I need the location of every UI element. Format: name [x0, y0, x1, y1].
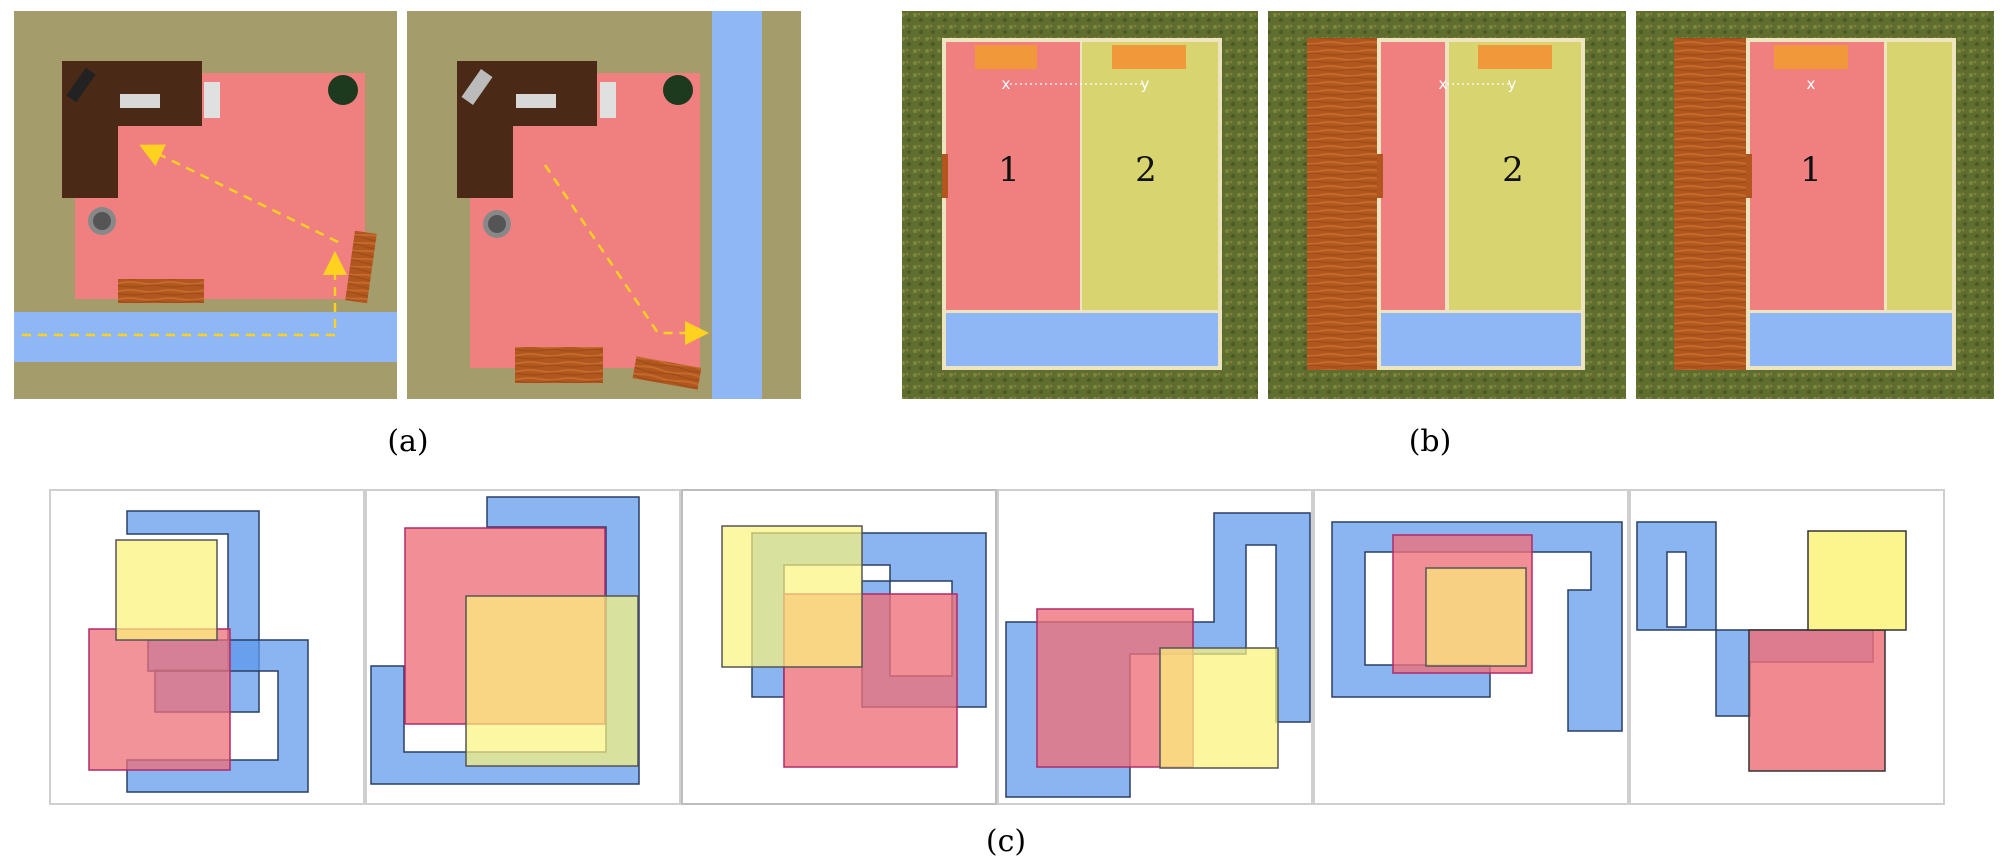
red-room-shape — [1748, 629, 1886, 772]
yellow-room-shape — [115, 539, 218, 641]
room-2-region — [1449, 42, 1581, 310]
path-arrow — [544, 164, 709, 345]
wooden-board — [632, 356, 702, 390]
corridor-region — [1750, 313, 1952, 366]
panel-b-scene-1: x y 1 2 — [902, 11, 1258, 399]
panel-a-scene-1 — [14, 11, 397, 399]
yellow-room-shape — [1159, 647, 1279, 769]
point-y-label: y — [1141, 75, 1150, 93]
room-1-region — [1750, 42, 1884, 310]
yellow-room-shape — [1807, 530, 1907, 631]
plant — [663, 75, 693, 105]
wood-floor-region — [1307, 38, 1377, 370]
subpanel-6 — [1636, 521, 1907, 772]
room-2-region — [1887, 42, 1952, 310]
wooden-board — [345, 230, 377, 304]
desk-item — [1774, 45, 1848, 69]
chair-item — [204, 82, 220, 118]
desk-item — [1478, 45, 1552, 69]
blue-corridor-shape — [1331, 521, 1623, 732]
room-1-region — [946, 42, 1080, 310]
panel-b: x y 1 2 x y 2 — [902, 11, 1994, 459]
yellow-room-shape — [1425, 567, 1527, 667]
door — [942, 154, 948, 198]
path-arrow-1 — [22, 251, 347, 337]
monitor-item — [461, 69, 493, 105]
desk — [457, 61, 597, 198]
subpanel-1 — [88, 510, 309, 793]
door — [1377, 154, 1383, 198]
wood-floor-region — [1674, 38, 1746, 370]
panel-c: (c) — [49, 489, 1945, 859]
panel-a: (a) — [14, 11, 801, 459]
subpanel-4 — [1005, 512, 1311, 798]
caption-b: (b) — [1409, 424, 1452, 459]
corridor-region — [1381, 313, 1581, 366]
desk-item-2 — [1112, 45, 1186, 69]
plant — [328, 75, 358, 105]
keyboard-item — [120, 94, 160, 108]
room-1-region — [1381, 42, 1445, 310]
room-1-label: 1 — [998, 150, 1020, 190]
caption-a: (a) — [387, 424, 428, 459]
path-arrow-2 — [139, 144, 339, 244]
point-y-label: y — [1508, 75, 1517, 93]
wooden-crate — [118, 279, 204, 303]
room-2-region — [1082, 42, 1218, 310]
desk-item-1 — [975, 45, 1037, 69]
panel-a-scene-2 — [407, 11, 801, 399]
panel-b-scene-3: x 1 — [1636, 11, 1994, 399]
subpanel-5 — [1331, 521, 1623, 732]
room-2-label: 2 — [1502, 150, 1524, 190]
corridor-region — [946, 313, 1218, 366]
corridor-region — [712, 11, 762, 399]
yellow-room-shape — [465, 595, 639, 767]
point-x-label: x — [1439, 75, 1448, 93]
caption-c: (c) — [986, 824, 1026, 859]
keyboard-item — [516, 94, 556, 108]
wooden-crate — [515, 347, 603, 383]
panel-b-scene-2: x y 2 — [1268, 11, 1626, 399]
desk — [62, 61, 202, 198]
subpanel-3 — [721, 525, 987, 768]
yellow-room-shape — [721, 525, 863, 668]
chair-item — [600, 82, 616, 118]
point-x-label: x — [1002, 75, 1011, 93]
corridor-region — [14, 312, 397, 362]
subpanel-2 — [370, 496, 640, 785]
monitor-item — [66, 67, 96, 103]
room-2-label: 2 — [1135, 150, 1157, 190]
room-1-label: 1 — [1800, 150, 1822, 190]
door — [1746, 154, 1752, 198]
point-x-label: x — [1807, 75, 1816, 93]
red-room-shape — [88, 628, 231, 771]
